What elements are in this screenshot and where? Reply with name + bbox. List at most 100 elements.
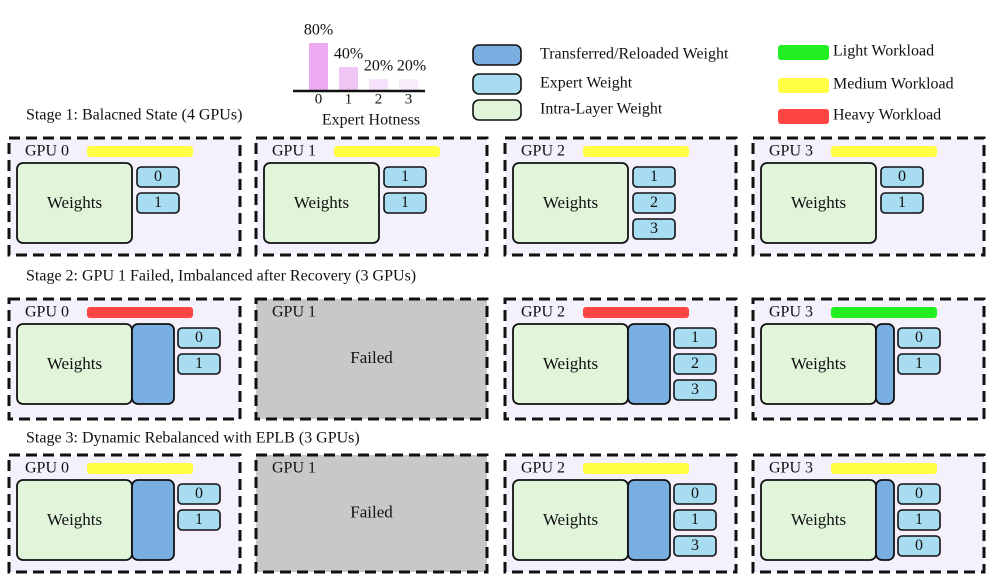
workload-swatch-0: [778, 45, 829, 60]
expert-chip: [673, 353, 717, 375]
hotness-tick-label: 3: [405, 91, 413, 107]
expert-chip: [897, 535, 941, 557]
expert-label: 0: [898, 168, 906, 185]
workload-bar: [583, 307, 689, 318]
expert-label: 2: [650, 194, 658, 211]
gpu-name: GPU 0: [25, 304, 69, 321]
gpu-name: GPU 1: [272, 460, 316, 477]
hotness-tick-label: 2: [375, 91, 383, 107]
expert-chip: [673, 535, 717, 557]
weights-label: Weights: [47, 193, 102, 212]
expert-label: 3: [650, 220, 658, 237]
gpu-name: GPU 0: [25, 460, 69, 477]
weights-label: Weights: [47, 354, 102, 373]
reloaded-block: [131, 323, 175, 405]
gpu-card: GPU 1 Failed: [254, 453, 489, 574]
hotness-value-label: 20%: [397, 58, 426, 75]
hotness-bar: [369, 79, 388, 91]
weights-block: [512, 162, 629, 244]
expert-chip: [177, 483, 221, 505]
weights-label: Weights: [294, 193, 349, 212]
expert-label: 3: [691, 381, 699, 398]
stage-3: Stage 3: Dynamic Rebalanced with EPLB (3…: [7, 430, 986, 574]
gpu-card: GPU 1 Failed: [254, 297, 489, 421]
weights-label: Weights: [543, 193, 598, 212]
hotness-tick-label: 0: [315, 91, 323, 107]
hotness-value-label: 20%: [364, 58, 393, 75]
gpu-name: GPU 2: [521, 304, 565, 321]
expert-chip: [632, 218, 676, 240]
expert-chip: [897, 327, 941, 349]
expert-label: 3: [691, 537, 699, 554]
expert-chip: [673, 327, 717, 349]
workload-bar: [583, 463, 689, 474]
gpu-card: GPU 0 Weights 0 1: [7, 297, 242, 421]
hotness-title: Expert Hotness: [322, 112, 420, 129]
gpu-name: GPU 1: [272, 143, 316, 160]
workload-label: Medium Workload: [833, 76, 954, 93]
expert-chip: [632, 192, 676, 214]
workload-bar: [831, 307, 937, 318]
expert-chip: [136, 166, 180, 188]
hotness-value-label: 80%: [304, 22, 333, 39]
weights-label: Weights: [791, 193, 846, 212]
expert-label: 1: [195, 355, 203, 372]
workload-bar: [87, 146, 193, 157]
expert-chip: [673, 509, 717, 531]
expert-label: 0: [154, 168, 162, 185]
workload-bar: [334, 146, 440, 157]
workload-swatch-1: [778, 78, 829, 93]
stage-title: Stage 3: Dynamic Rebalanced with EPLB (3…: [26, 430, 360, 447]
legend-swatch-0: [472, 44, 522, 66]
expert-label: 0: [691, 485, 699, 502]
stage-1: Stage 1: Balacned State (4 GPUs)GPU 0Wei…: [7, 107, 986, 257]
failed-label: Failed: [350, 502, 393, 521]
expert-label: 1: [401, 194, 409, 211]
gpu-name: GPU 3: [769, 304, 813, 321]
workload-swatch-2: [778, 109, 829, 124]
gpu-name: GPU 3: [769, 460, 813, 477]
expert-chip: [177, 509, 221, 531]
expert-chip: [383, 166, 427, 188]
workload-label: Heavy Workload: [833, 107, 941, 124]
expert-chip: [177, 327, 221, 349]
gpu-box: [254, 297, 489, 421]
expert-label: 0: [195, 329, 203, 346]
workload-bar: [831, 146, 937, 157]
expert-label: 0: [915, 485, 923, 502]
reloaded-block: [875, 323, 895, 405]
stage-2: Stage 2: GPU 1 Failed, Imbalanced after …: [7, 268, 986, 421]
expert-label: 1: [154, 194, 162, 211]
weights-label: Weights: [791, 354, 846, 373]
legend-label: Expert Weight: [540, 75, 633, 92]
gpu-card: GPU 3 Weights 0 1: [751, 297, 986, 421]
weights-label: Weights: [47, 510, 102, 529]
failed-label: Failed: [350, 348, 393, 367]
hotness-tick-label: 1: [345, 91, 353, 107]
hotness-bar: [309, 43, 328, 91]
weights-block: [263, 162, 380, 244]
gpu-name: GPU 1: [272, 304, 316, 321]
legend-label: Intra-Layer Weight: [540, 101, 663, 118]
expert-label: 1: [195, 511, 203, 528]
expert-label: 0: [915, 329, 923, 346]
hotness-bar: [399, 79, 418, 91]
expert-label: 1: [915, 355, 923, 372]
expert-label: 1: [915, 511, 923, 528]
workload-bar: [831, 463, 937, 474]
hotness-value-label: 40%: [334, 46, 363, 63]
gpu-name: GPU 0: [25, 143, 69, 160]
legend-label: Transferred/Reloaded Weight: [540, 46, 729, 63]
workload-bar: [583, 146, 689, 157]
expert-label: 1: [898, 194, 906, 211]
